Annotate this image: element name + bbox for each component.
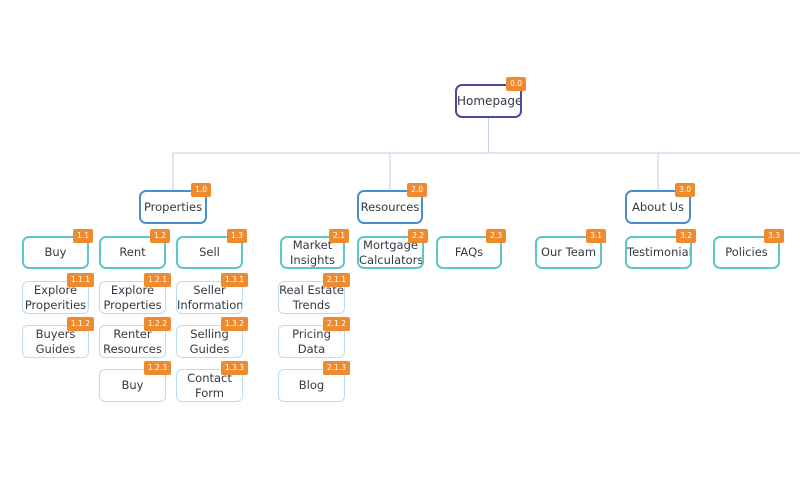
node-id-badge: 3.2 bbox=[676, 229, 696, 243]
node-label: Testimonials bbox=[627, 245, 690, 260]
node-label: Market Insights bbox=[290, 238, 335, 267]
node-id-badge: 3.0 bbox=[675, 183, 695, 197]
node-label: Rent bbox=[119, 245, 146, 260]
node-id-badge: 2.1.2 bbox=[322, 317, 350, 331]
node-id-badge: 1.3.2 bbox=[220, 317, 248, 331]
sitemap-node-1-0[interactable]: Properties 1.0 bbox=[139, 183, 211, 224]
node-label: Buyers Guides bbox=[35, 327, 76, 356]
node-label: Selling Guides bbox=[189, 327, 230, 356]
sitemap-node-3-1[interactable]: Our Team 3.1 bbox=[535, 229, 606, 269]
sitemap-node-3-0[interactable]: About Us 3.0 bbox=[625, 183, 695, 224]
node-id-badge: 1.2.1 bbox=[143, 273, 171, 287]
sitemap-node-3-2[interactable]: Testimonials 3.2 bbox=[625, 229, 696, 269]
node-id-badge: 1.1 bbox=[73, 229, 93, 243]
node-id-badge: 2.1 bbox=[329, 229, 349, 243]
node-label: Policies bbox=[725, 245, 768, 260]
node-label: FAQs bbox=[454, 245, 484, 260]
sitemap-node-3-3[interactable]: Policies 3.3 bbox=[713, 229, 784, 269]
node-id-badge: 1.1.2 bbox=[66, 317, 94, 331]
node-label: Buy bbox=[121, 378, 144, 393]
node-label: Explore Properities bbox=[24, 283, 87, 312]
node-id-badge: 2.1.1 bbox=[322, 273, 350, 287]
node-label: Renter Resources bbox=[103, 327, 162, 356]
node-label: Buy bbox=[44, 245, 67, 260]
node-label: Contact Form bbox=[187, 371, 232, 400]
sitemap-node-1-2[interactable]: Rent 1.2 bbox=[99, 229, 170, 269]
node-label: Mortgage Calculators bbox=[359, 238, 422, 267]
node-id-badge: 1.1.1 bbox=[66, 273, 94, 287]
node-id-badge: 1.2.3 bbox=[143, 361, 171, 375]
node-label: Sell bbox=[199, 245, 220, 260]
node-id-badge: 2.0 bbox=[407, 183, 427, 197]
sitemap-node-1-3[interactable]: Sell 1.3 bbox=[176, 229, 247, 269]
node-id-badge: 2.3 bbox=[486, 229, 506, 243]
node-id-badge: 3.3 bbox=[764, 229, 784, 243]
node-id-badge: 2.1.3 bbox=[322, 361, 350, 375]
sitemap-node-2-1-3[interactable]: Blog 2.1.3 bbox=[278, 361, 350, 402]
node-label: Seller Information bbox=[177, 283, 242, 312]
node-id-badge: 0.0 bbox=[506, 77, 526, 91]
node-label: Explore Properties bbox=[103, 283, 162, 312]
sitemap-node-2-0[interactable]: Resources 2.0 bbox=[357, 183, 427, 224]
node-id-badge: 1.3 bbox=[227, 229, 247, 243]
node-id-badge: 2.2 bbox=[408, 229, 428, 243]
node-label: About Us bbox=[631, 199, 685, 214]
node-label: Homepage bbox=[457, 93, 520, 108]
node-id-badge: 1.3.3 bbox=[220, 361, 248, 375]
sitemap-node-1-1[interactable]: Buy 1.1 bbox=[22, 229, 93, 269]
sitemap-node-0-0[interactable]: Homepage 0.0 bbox=[455, 77, 526, 118]
node-id-badge: 1.0 bbox=[191, 183, 211, 197]
node-label: Blog bbox=[298, 378, 325, 393]
node-id-badge: 1.2 bbox=[150, 229, 170, 243]
node-id-badge: 3.1 bbox=[586, 229, 606, 243]
node-label: Resources bbox=[360, 199, 420, 214]
sitemap-node-1-2-3[interactable]: Buy 1.2.3 bbox=[99, 361, 171, 402]
node-label: Real Estate Trends bbox=[279, 283, 344, 312]
node-id-badge: 1.3.1 bbox=[220, 273, 248, 287]
node-label: Properties bbox=[143, 199, 203, 214]
node-label: Our Team bbox=[540, 245, 597, 260]
node-id-badge: 1.2.2 bbox=[143, 317, 171, 331]
node-label: Pricing Data bbox=[292, 327, 331, 356]
